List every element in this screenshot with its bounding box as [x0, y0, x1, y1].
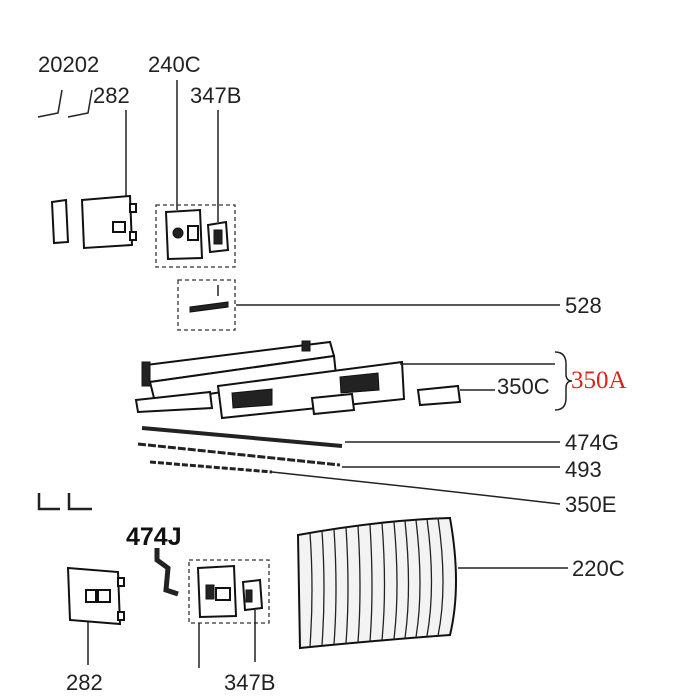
label-350A: 350A — [571, 367, 627, 394]
label-20202: 20202 — [38, 52, 99, 77]
label-220C: 220C — [572, 556, 625, 581]
cover-282-part — [80, 194, 137, 250]
assembly-347B-box — [188, 559, 270, 624]
cable-474J-part — [154, 548, 179, 597]
label-493: 493 — [565, 457, 602, 482]
label-347B: 347B — [190, 83, 241, 108]
label-282-bottom: 282 — [66, 670, 103, 695]
control-board-bottom-part — [196, 564, 264, 619]
display-panel-part — [216, 360, 406, 420]
label-528: 528 — [565, 293, 602, 318]
strip-493-part — [137, 442, 341, 467]
strip-474G-part — [141, 426, 343, 448]
leader-20202-b — [67, 89, 93, 118]
label-240C: 240C — [148, 52, 201, 77]
label-350E: 350E — [565, 492, 616, 517]
leader-350E — [271, 471, 561, 505]
label-347B-bottom: 347B — [224, 670, 275, 695]
strip-350E-part — [149, 460, 273, 474]
control-panel-rail-part — [134, 340, 338, 414]
assembly-528-box — [177, 279, 236, 331]
filter-220C-part — [296, 516, 457, 650]
cover-350C-part — [416, 384, 462, 407]
cover-282-bottom-part — [66, 566, 125, 626]
label-350C: 350C — [497, 374, 550, 399]
side-strip-part — [50, 198, 70, 245]
label-282: 282 — [93, 83, 130, 108]
screws-part — [37, 493, 92, 511]
leader-20202-a — [37, 89, 63, 118]
label-474J: 474J — [126, 523, 182, 551]
sensor-528-part — [189, 285, 229, 313]
label-474G: 474G — [565, 430, 619, 455]
control-board-240C-part — [164, 208, 230, 261]
bracket-350A — [554, 351, 573, 411]
